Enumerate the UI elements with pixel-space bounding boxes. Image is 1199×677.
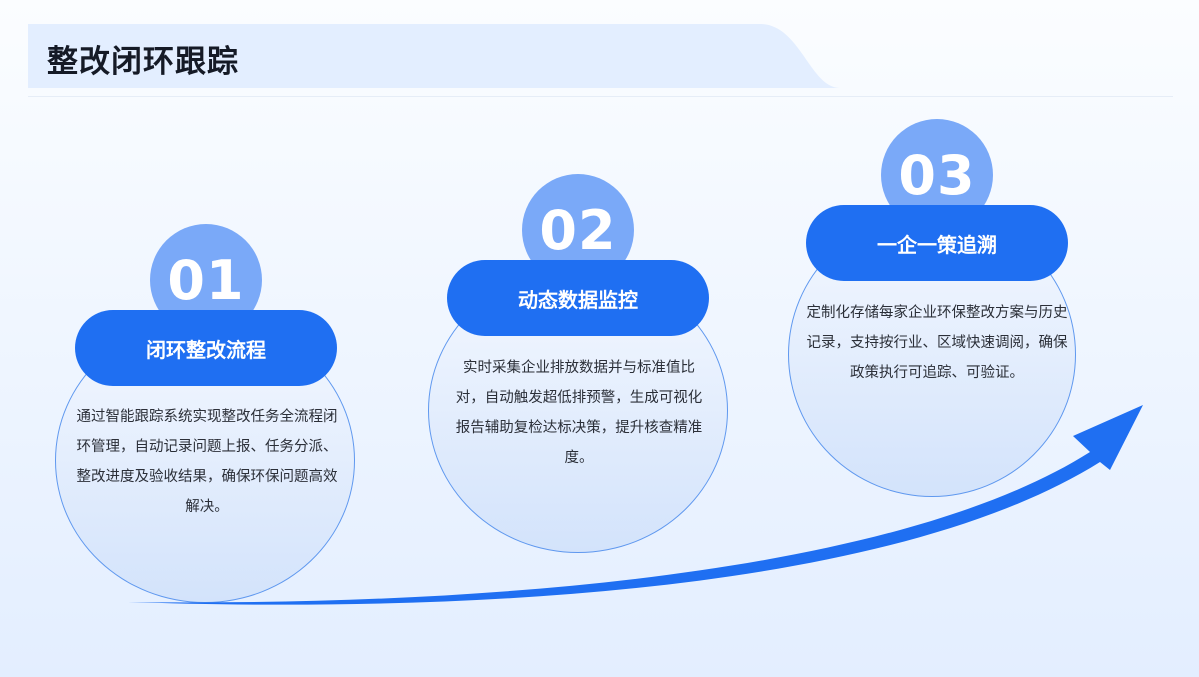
step-description-1: 通过智能跟踪系统实现整改任务全流程闭环管理，自动记录问题上报、任务分派、整改进度…: [76, 409, 338, 515]
step-description-3: 定制化存储每家企业环保整改方案与历史记录，支持按行业、区域快速调阅，确保政策执行…: [806, 305, 1068, 381]
title-band-shape: [28, 24, 840, 88]
step-heading-3: 一企一策追溯: [806, 205, 1068, 281]
page-title: 整改闭环跟踪: [47, 44, 239, 80]
step-description-2: 实时采集企业排放数据并与标准值比对，自动触发超低排预警，生成可视化报告辅助复检达…: [455, 360, 703, 466]
title-bar: 整改闭环跟踪: [0, 0, 1199, 100]
step-heading-1: 闭环整改流程: [75, 310, 337, 386]
divider: [28, 96, 1173, 97]
step-heading-2: 动态数据监控: [447, 260, 709, 336]
